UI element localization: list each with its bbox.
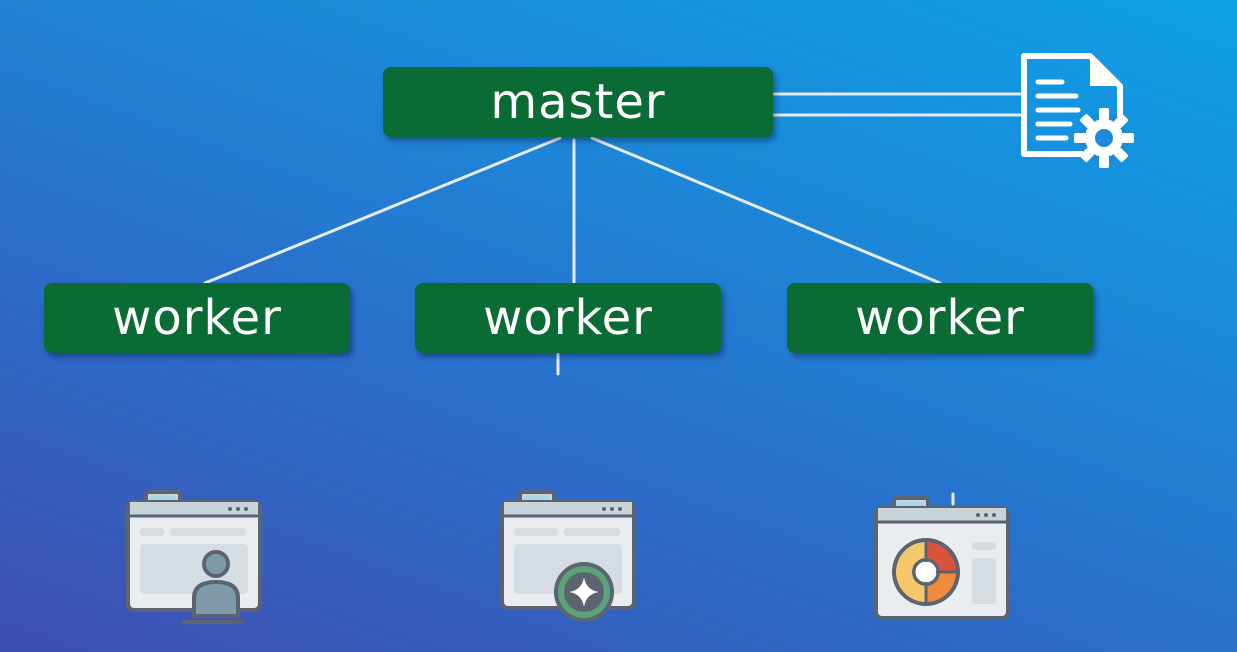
worker-label: worker (112, 290, 282, 346)
master-label: master (490, 74, 666, 130)
worker-node-1: worker (44, 283, 350, 353)
master-to-worker-3-line (590, 136, 942, 285)
worker-label: worker (855, 290, 1025, 346)
config-document-gear-icon (1021, 53, 1134, 168)
star-window-icon (500, 490, 636, 622)
worker-node-3: worker (787, 283, 1093, 353)
master-node: master (383, 67, 773, 137)
master-to-worker-1-line (203, 136, 562, 285)
worker-label: worker (483, 290, 653, 346)
donut-chart-window-icon (874, 496, 1010, 620)
user-window-icon (126, 490, 262, 624)
worker-node-2: worker (415, 283, 721, 353)
